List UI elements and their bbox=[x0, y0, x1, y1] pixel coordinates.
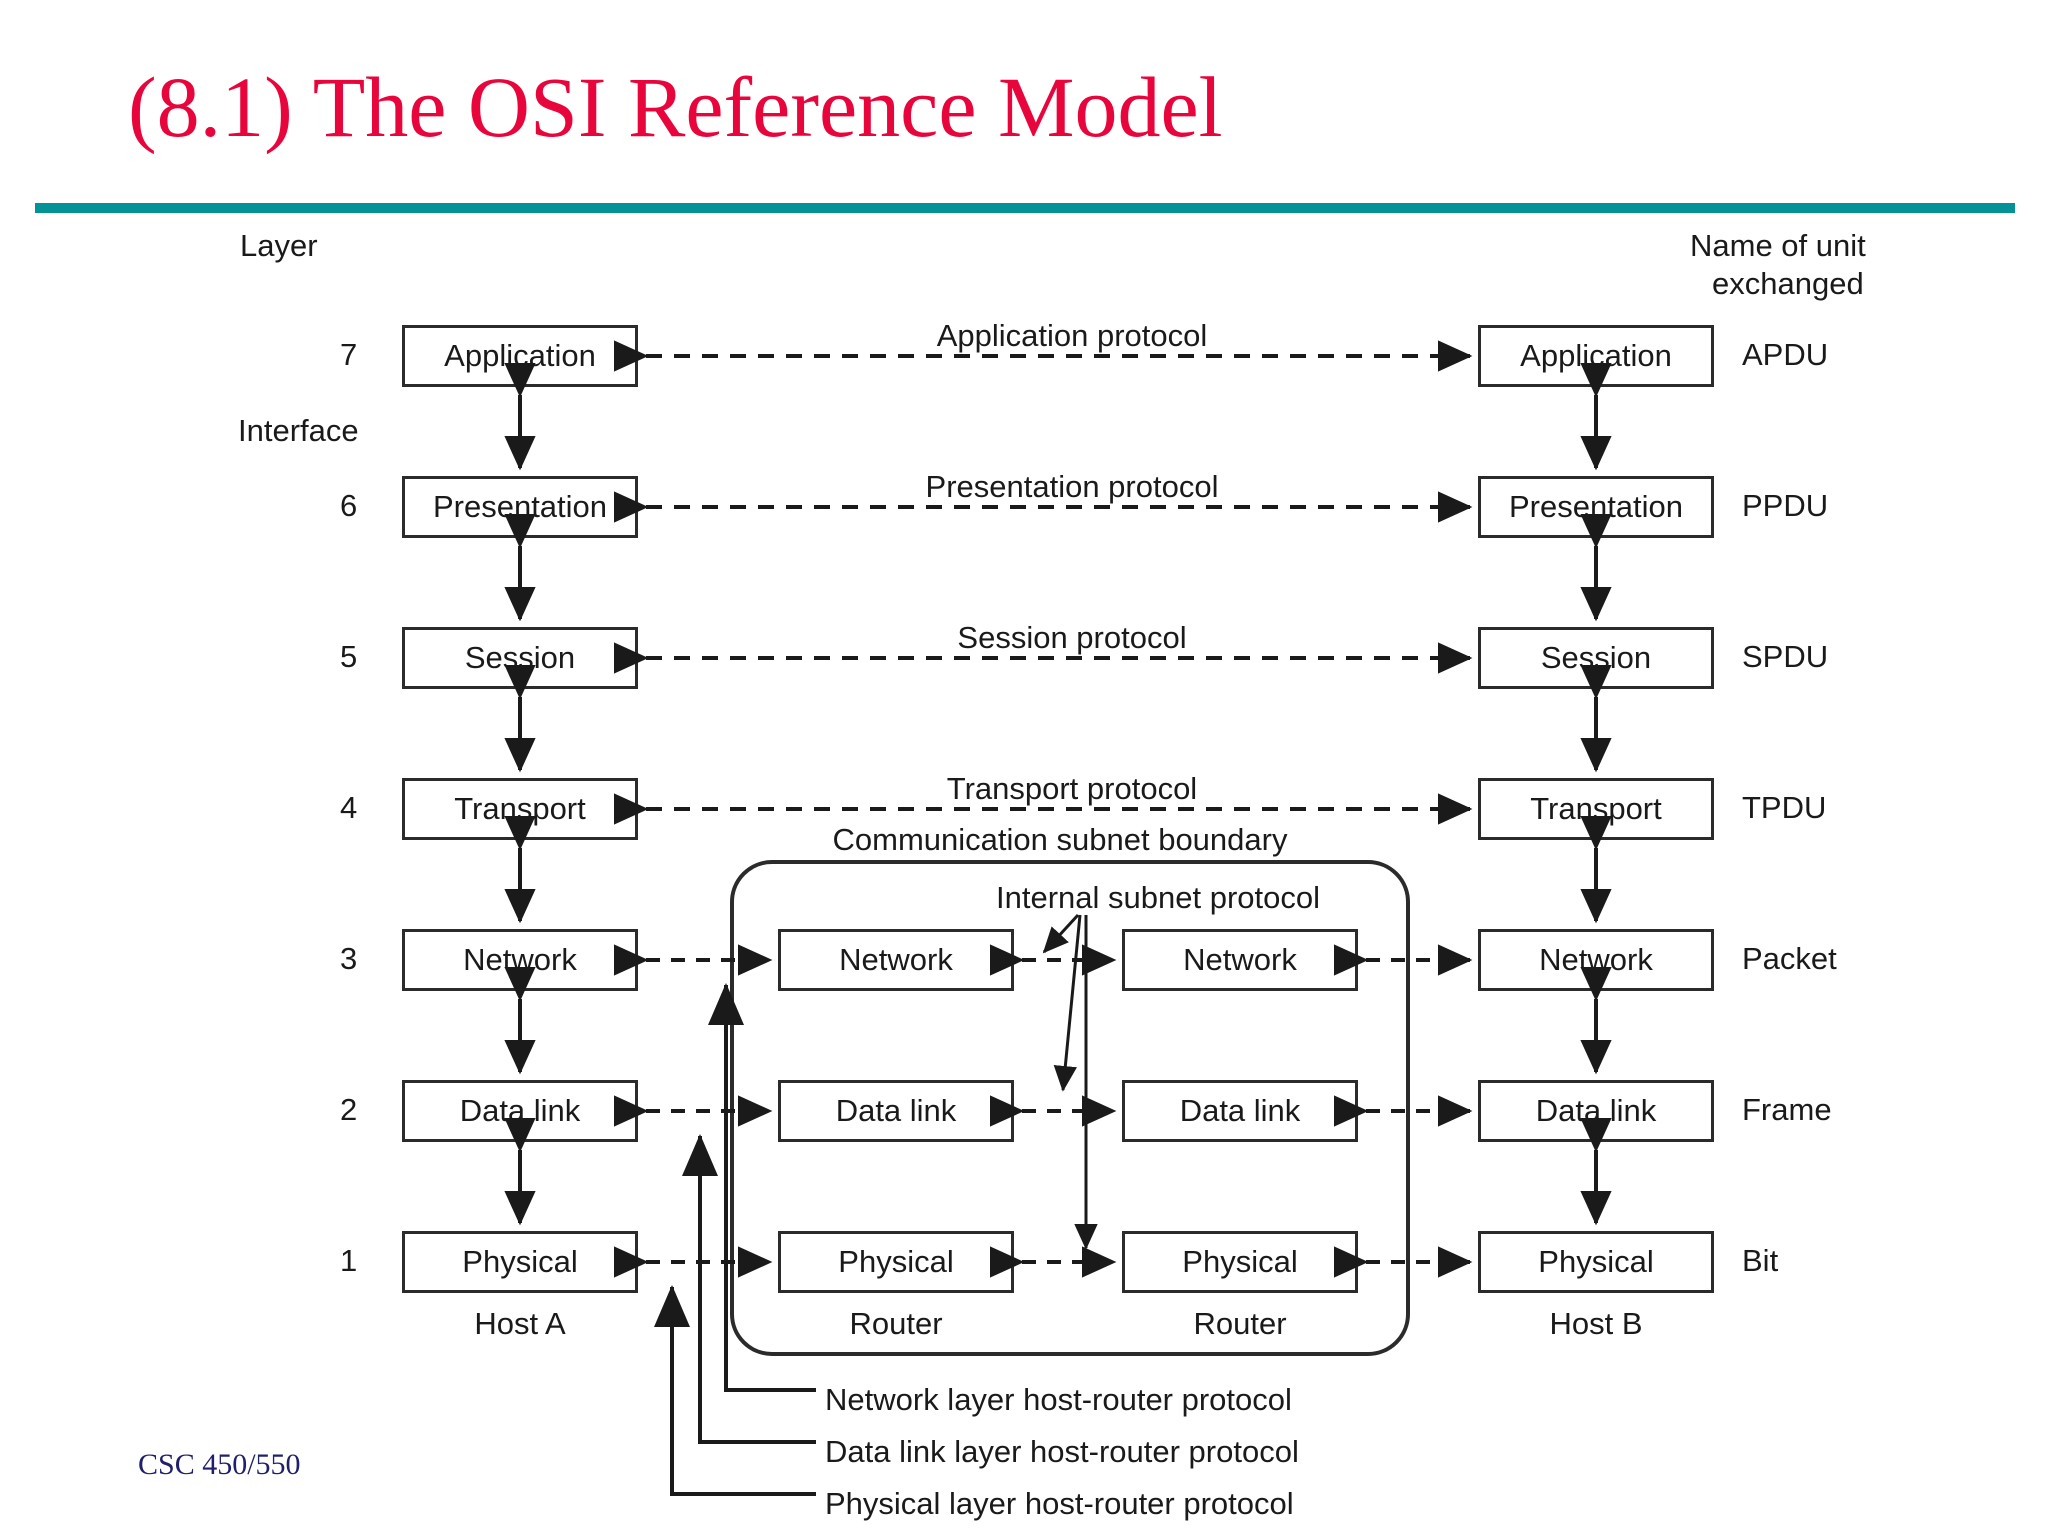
host-router-protocol-physical: Physical layer host-router protocol bbox=[825, 1486, 1294, 1521]
interface-label: Interface bbox=[238, 413, 359, 448]
protocol-label-transport: Transport protocol bbox=[946, 771, 1198, 806]
unit-name-packet: Packet bbox=[1742, 941, 1837, 976]
host-b-layer-session[interactable]: Session bbox=[1478, 627, 1714, 689]
router-1-layer-data-link[interactable]: Data link bbox=[778, 1080, 1014, 1142]
host-b-layer-network[interactable]: Network bbox=[1478, 929, 1714, 991]
host-a-layer-session[interactable]: Session bbox=[402, 627, 638, 689]
unit-name-ppdu: PPDU bbox=[1742, 488, 1829, 523]
host-a-layer-physical[interactable]: Physical bbox=[402, 1231, 638, 1293]
header-unit-label-line1: Name of unit bbox=[1690, 228, 1866, 263]
layer-number-3: 3 bbox=[340, 941, 358, 976]
peer-protocol-dashed-arrows bbox=[614, 340, 1473, 825]
host-router-protocol-data-link: Data link layer host-router protocol bbox=[825, 1434, 1299, 1469]
layer-number-1: 1 bbox=[340, 1243, 358, 1278]
host-a-label: Host A bbox=[474, 1306, 566, 1341]
slide-footer: CSC 450/550 bbox=[138, 1448, 301, 1481]
protocol-label-application: Application protocol bbox=[936, 318, 1208, 353]
router-2-layer-physical[interactable]: Physical bbox=[1122, 1231, 1358, 1293]
header-layer-label: Layer bbox=[240, 228, 318, 263]
host-b-layer-transport[interactable]: Transport bbox=[1478, 778, 1714, 840]
router-2-layer-network[interactable]: Network bbox=[1122, 929, 1358, 991]
host-a-layer-presentation[interactable]: Presentation bbox=[402, 476, 638, 538]
router-1-layer-network[interactable]: Network bbox=[778, 929, 1014, 991]
protocol-label-session: Session protocol bbox=[957, 620, 1187, 655]
title-divider-rule bbox=[35, 203, 2015, 213]
host-b-layer-data-link[interactable]: Data link bbox=[1478, 1080, 1714, 1142]
layer-number-7: 7 bbox=[340, 337, 358, 372]
router-1-label: Router bbox=[849, 1306, 943, 1341]
layer-number-6: 6 bbox=[340, 488, 358, 523]
header-unit-label-line2: exchanged bbox=[1712, 266, 1864, 301]
host-b-layer-presentation[interactable]: Presentation bbox=[1478, 476, 1714, 538]
unit-name-spdu: SPDU bbox=[1742, 639, 1829, 674]
unit-name-frame: Frame bbox=[1742, 1092, 1832, 1127]
host-a-layer-network[interactable]: Network bbox=[402, 929, 638, 991]
host-b-layer-application[interactable]: Application bbox=[1478, 325, 1714, 387]
host-a-layer-application[interactable]: Application bbox=[402, 325, 638, 387]
router-1-layer-physical[interactable]: Physical bbox=[778, 1231, 1014, 1293]
host-b-layer-physical[interactable]: Physical bbox=[1478, 1231, 1714, 1293]
unit-name-bit: Bit bbox=[1742, 1243, 1779, 1278]
host-a-layer-transport[interactable]: Transport bbox=[402, 778, 638, 840]
host-a-layer-data-link[interactable]: Data link bbox=[402, 1080, 638, 1142]
protocol-label-presentation: Presentation protocol bbox=[925, 469, 1219, 504]
internal-subnet-protocol-label: Internal subnet protocol bbox=[996, 880, 1320, 915]
router-2-layer-data-link[interactable]: Data link bbox=[1122, 1080, 1358, 1142]
host-router-protocol-network: Network layer host-router protocol bbox=[825, 1382, 1292, 1417]
unit-name-tpdu: TPDU bbox=[1742, 790, 1827, 825]
unit-name-apdu: APDU bbox=[1742, 337, 1829, 372]
router-2-label: Router bbox=[1193, 1306, 1287, 1341]
page-title: (8.1) The OSI Reference Model bbox=[128, 59, 1223, 155]
layer-number-4: 4 bbox=[340, 790, 358, 825]
subnet-boundary-label: Communication subnet boundary bbox=[832, 822, 1288, 857]
layer-number-2: 2 bbox=[340, 1092, 358, 1127]
layer-number-5: 5 bbox=[340, 639, 358, 674]
host-b-label: Host B bbox=[1549, 1306, 1643, 1341]
